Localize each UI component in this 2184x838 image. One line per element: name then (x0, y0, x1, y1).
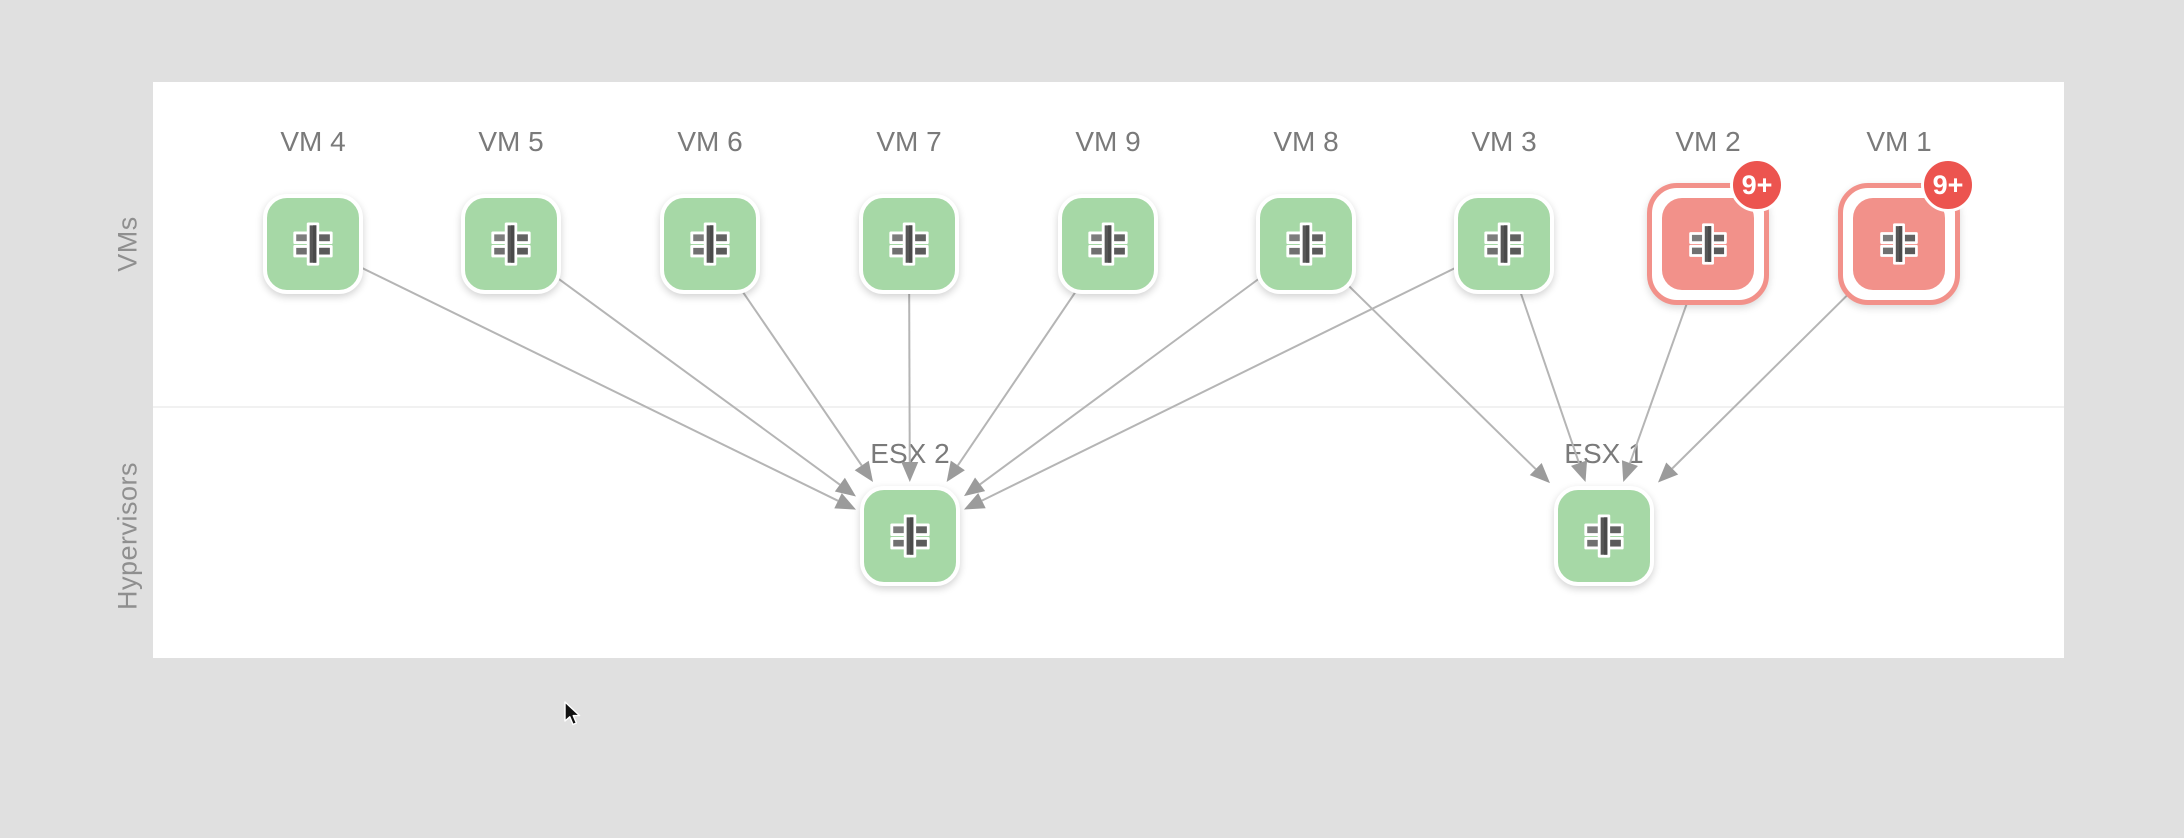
vm-node-label: VM 9 (1075, 126, 1141, 157)
vm-node-label: VM 6 (677, 126, 743, 157)
hypervisor-tile[interactable] (860, 486, 960, 586)
vm-node-label: VM 5 (478, 126, 544, 157)
host-icon (1481, 221, 1527, 267)
row-divider (153, 406, 2064, 408)
host-icon (488, 221, 534, 267)
mouse-cursor (564, 701, 581, 726)
vm-node-label: VM 1 (1866, 126, 1932, 157)
host-icon (1877, 222, 1921, 266)
hypervisor-node-label: ESX 2 (870, 438, 950, 469)
vm-tile[interactable] (263, 194, 363, 294)
host-icon (1581, 513, 1627, 559)
alert-badge: 9+ (1730, 158, 1784, 212)
vm-node-label: VM 2 (1675, 126, 1741, 157)
vm-node-label: VM 7 (876, 126, 942, 157)
host-icon (887, 513, 933, 559)
vm-tile[interactable] (1256, 194, 1356, 294)
hypervisor-node-label: ESX 1 (1564, 438, 1644, 469)
vm-node-label: VM 8 (1273, 126, 1339, 157)
host-icon (290, 221, 336, 267)
vm-tile[interactable] (1662, 198, 1754, 290)
host-icon (687, 221, 733, 267)
vm-tile[interactable] (859, 194, 959, 294)
vm-tile[interactable] (461, 194, 561, 294)
host-icon (1283, 221, 1329, 267)
vm-tile[interactable] (1853, 198, 1945, 290)
vm-tile[interactable] (1058, 194, 1158, 294)
row-label-vms: VMs (112, 216, 143, 272)
host-icon (1686, 222, 1730, 266)
hypervisor-tile[interactable] (1554, 486, 1654, 586)
host-icon (886, 221, 932, 267)
vm-tile[interactable] (1454, 194, 1554, 294)
vm-node-label: VM 3 (1471, 126, 1537, 157)
vm-node-label: VM 4 (280, 126, 346, 157)
vm-tile[interactable] (660, 194, 760, 294)
alert-badge: 9+ (1921, 158, 1975, 212)
row-label-hypervisors: Hypervisors (112, 461, 143, 611)
host-icon (1085, 221, 1131, 267)
